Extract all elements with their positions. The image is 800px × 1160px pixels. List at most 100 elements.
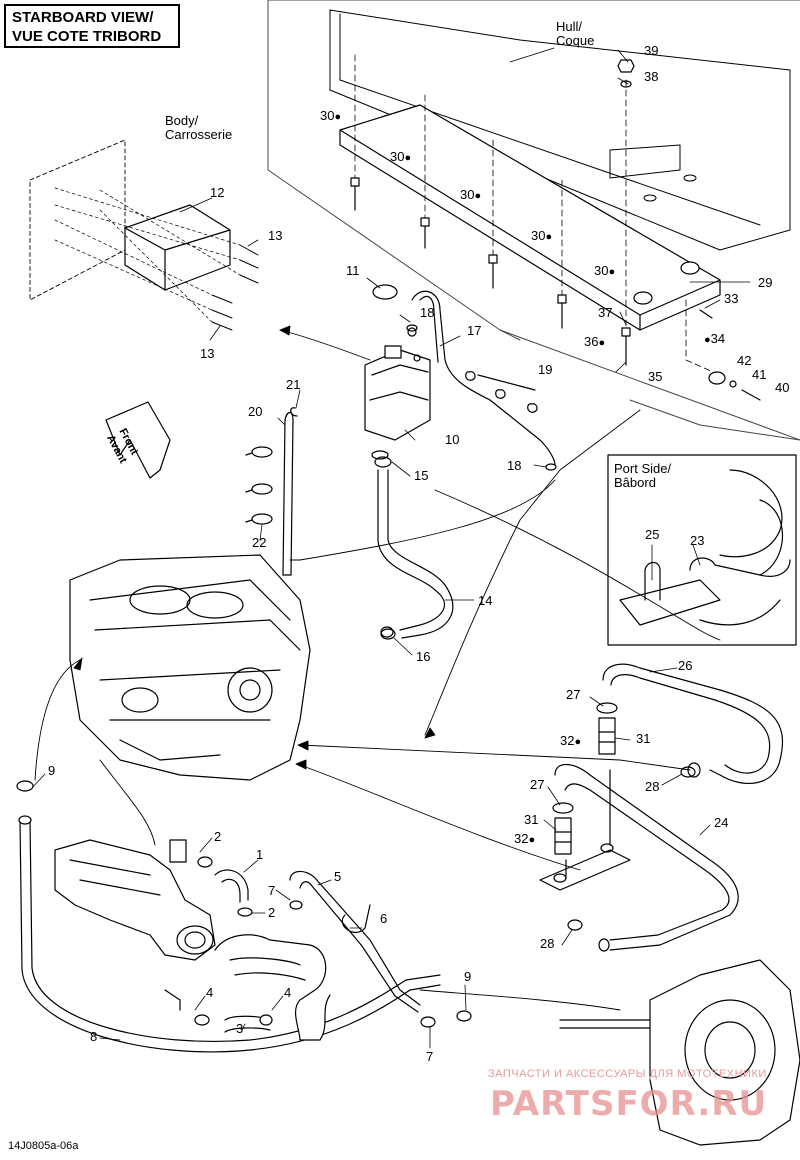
- callout-30e: 30●: [594, 264, 615, 279]
- callout-9a: 9: [48, 763, 56, 778]
- watermark-logo: PARTSFOR.RU: [490, 1084, 768, 1124]
- port-side-inset: [607, 454, 797, 646]
- callout-3: 3: [236, 1021, 244, 1036]
- callout-21: 21: [286, 377, 301, 392]
- exhaust-manifold: [54, 839, 216, 961]
- hull-outline: [267, 0, 800, 441]
- drop-icon: ●: [474, 190, 482, 202]
- callout-6: 6: [380, 911, 388, 926]
- body-panel: [29, 139, 126, 301]
- hose-24: [554, 762, 739, 952]
- callout-22: 22: [252, 535, 267, 550]
- clamp-28b: [567, 919, 583, 931]
- callout-7b: 7: [426, 1049, 434, 1064]
- callout-32b: 32●: [514, 832, 535, 847]
- drop-icon: ●: [598, 337, 606, 349]
- callout-30b-text: 30: [390, 149, 405, 164]
- callout-18a: 18: [420, 305, 435, 320]
- pump-housing: [559, 959, 800, 1146]
- callout-28b: 28: [540, 936, 555, 951]
- drop-icon: ●: [704, 334, 711, 346]
- callout-26: 26: [678, 658, 693, 673]
- drop-icon: ●: [528, 834, 536, 846]
- callout-30a-text: 30: [320, 108, 335, 123]
- body-label: Body/ Carrosserie: [165, 114, 232, 142]
- callout-30c: 30●: [460, 188, 481, 203]
- port-side-label-line2: Bâbord: [614, 475, 656, 490]
- callout-24: 24: [714, 815, 729, 830]
- callout-30a: 30●: [320, 109, 341, 124]
- bracket: [124, 204, 231, 291]
- callout-27a: 27: [566, 687, 581, 702]
- callout-14: 14: [478, 593, 493, 608]
- callout-23: 23: [690, 533, 705, 548]
- drop-icon: ●: [545, 231, 553, 243]
- ring-lower: [545, 463, 557, 471]
- rail-bolts: [350, 177, 631, 366]
- body-label-line2: Carrosserie: [165, 127, 233, 142]
- clamp-16: [380, 626, 394, 638]
- callout-25: 25: [645, 527, 660, 542]
- callout-36-text: 36: [584, 334, 599, 349]
- callout-10: 10: [445, 432, 460, 447]
- hull-label-line1: Hull/: [556, 19, 583, 34]
- screw-guide-lines: [54, 187, 241, 323]
- callout-33: 33: [724, 291, 739, 306]
- callout-1: 1: [256, 847, 264, 862]
- drain-hose: [282, 411, 294, 576]
- fitting-upper: [596, 702, 618, 755]
- ring-upper: [406, 324, 418, 332]
- overflow-hose: [411, 290, 556, 466]
- leader-lines: [29, 47, 751, 1049]
- callout-30e-text: 30: [594, 263, 609, 278]
- spring-clamps: [245, 407, 298, 525]
- clamp-28a: [680, 766, 696, 778]
- callout-16: 16: [416, 649, 431, 664]
- port-side-label-line1: Port Side/: [614, 461, 672, 476]
- callout-30c-text: 30: [460, 187, 475, 202]
- mount-hardware: [699, 309, 761, 401]
- hose-clips: [465, 371, 538, 413]
- fitting-lower: [552, 802, 574, 855]
- callout-37: 37: [598, 305, 613, 320]
- callout-4a: 4: [206, 985, 214, 1000]
- callout-39: 39: [644, 43, 659, 58]
- callout-28a: 28: [645, 779, 660, 794]
- callout-30d-text: 30: [531, 228, 546, 243]
- callout-31b: 31: [524, 812, 539, 827]
- callout-32a-text: 32: [560, 733, 575, 748]
- small-fittings: [16, 780, 472, 1028]
- callout-12: 12: [210, 185, 225, 200]
- intercooler: [214, 934, 331, 1041]
- clamp-15: [371, 450, 389, 460]
- nut-washer: [617, 59, 635, 88]
- view-title-box: STARBOARD VIEW/ VUE COTE TRIBORD: [4, 4, 180, 48]
- callout-15: 15: [414, 468, 429, 483]
- screws: [211, 244, 259, 331]
- hose-5: [289, 870, 421, 1013]
- callout-30b: 30●: [390, 150, 411, 165]
- callout-30d: 30●: [531, 229, 552, 244]
- drop-icon: ●: [404, 152, 412, 164]
- view-title-line1: STARBOARD VIEW/: [12, 9, 154, 26]
- callout-17: 17: [467, 323, 482, 338]
- callout-38: 38: [644, 69, 659, 84]
- callout-18b: 18: [507, 458, 522, 473]
- callout-36: 36●: [584, 335, 605, 350]
- drop-icon: ●: [334, 111, 342, 123]
- port-side-label: Port Side/ Bâbord: [614, 462, 671, 490]
- front-arrow: [105, 401, 171, 479]
- engine-block: [69, 554, 311, 781]
- flow-arrows: [34, 325, 721, 1011]
- callout-32a: 32●: [560, 734, 581, 749]
- callout-11: 11: [346, 263, 360, 278]
- hull-label-line2: Coque: [556, 33, 595, 48]
- hose-1-inner: [221, 878, 241, 903]
- callout-29: 29: [758, 275, 773, 290]
- callout-5: 5: [334, 869, 342, 884]
- drawing-code: 14J0805a-06a: [8, 1140, 79, 1152]
- callout-9b: 9: [464, 969, 472, 984]
- body-label-line1: Body/: [165, 113, 199, 128]
